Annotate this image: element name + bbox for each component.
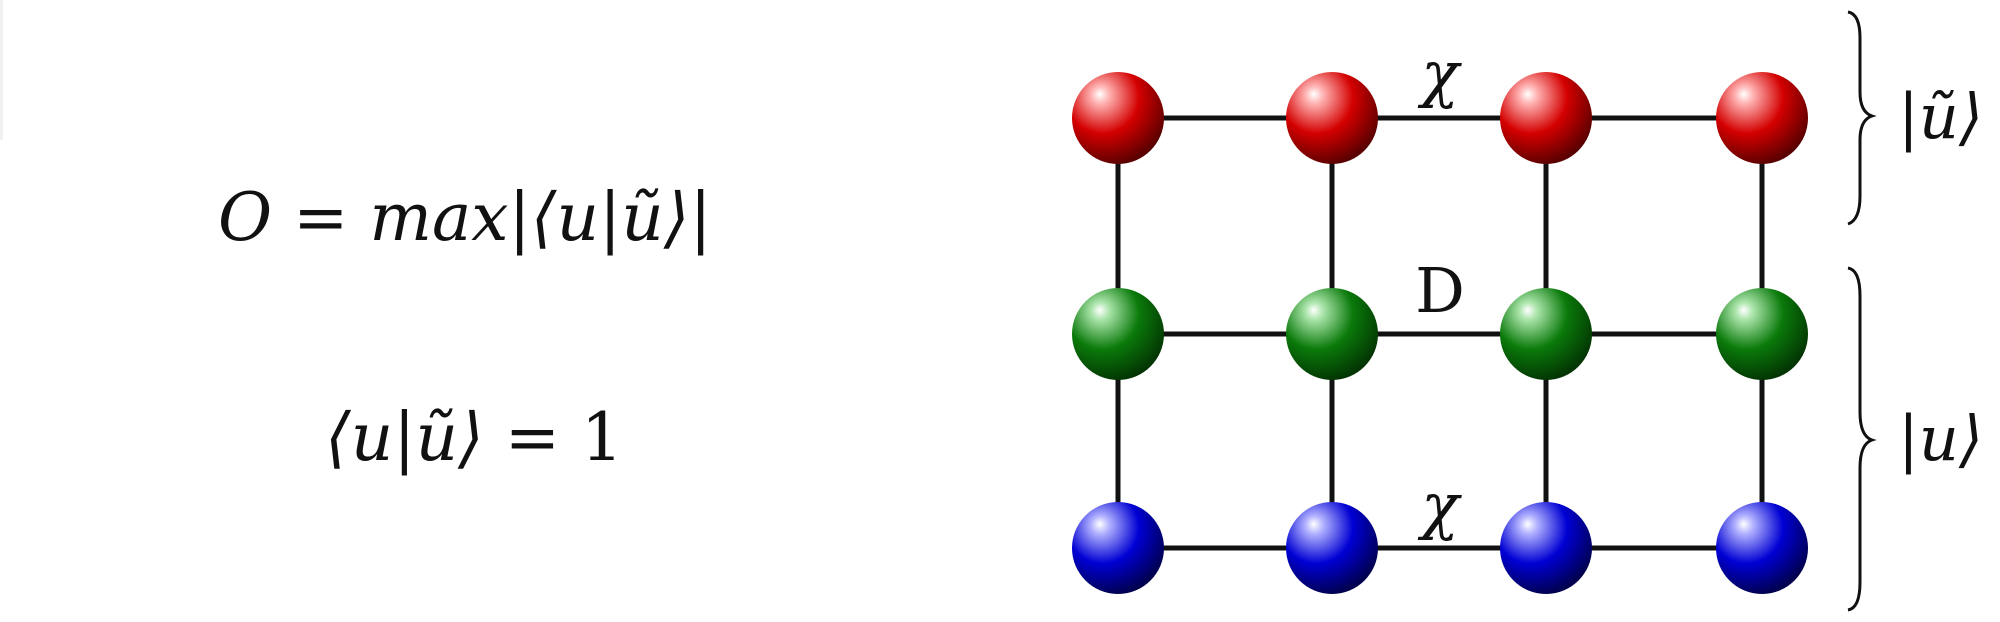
normalization-equals: = [483,399,582,476]
max-function: max [369,179,509,256]
tensor-node-top [1286,72,1378,164]
normalization-formula: ⟨u|ũ⟩ = 1 [325,405,623,471]
bond-label-middle: D [1415,254,1465,327]
brace-label-bottom: |u⟩ [1898,402,1983,475]
bond-label-bottom: χ [1417,469,1462,542]
overlap-expression: |⟨u|ũ⟩| [508,179,712,256]
tensor-node-middle [1716,288,1808,380]
brace-top [1847,10,1877,226]
tensor-node-middle [1072,288,1164,380]
nodes-layer [1072,72,1808,594]
tensor-node-bottom [1500,502,1592,594]
tensor-node-top [1500,72,1592,164]
normalization-expression: ⟨u|ũ⟩ [325,399,484,476]
tensor-node-bottom [1072,502,1164,594]
normalization-value: 1 [581,399,624,476]
tensor-node-middle [1500,288,1592,380]
brace-bottom [1847,266,1877,612]
bond-label-top: χ [1417,37,1462,110]
overlap-symbol: O [218,179,273,256]
tensor-node-bottom [1716,502,1808,594]
brace-label-top: |ũ⟩ [1898,80,1983,153]
tensor-node-top [1716,72,1808,164]
tensor-node-bottom [1286,502,1378,594]
tensor-node-top [1072,72,1164,164]
overlap-formula: O = max|⟨u|ũ⟩| [218,185,712,251]
page-edge-mark [0,0,3,140]
tensor-node-middle [1286,288,1378,380]
overlap-equals: = [272,179,370,256]
